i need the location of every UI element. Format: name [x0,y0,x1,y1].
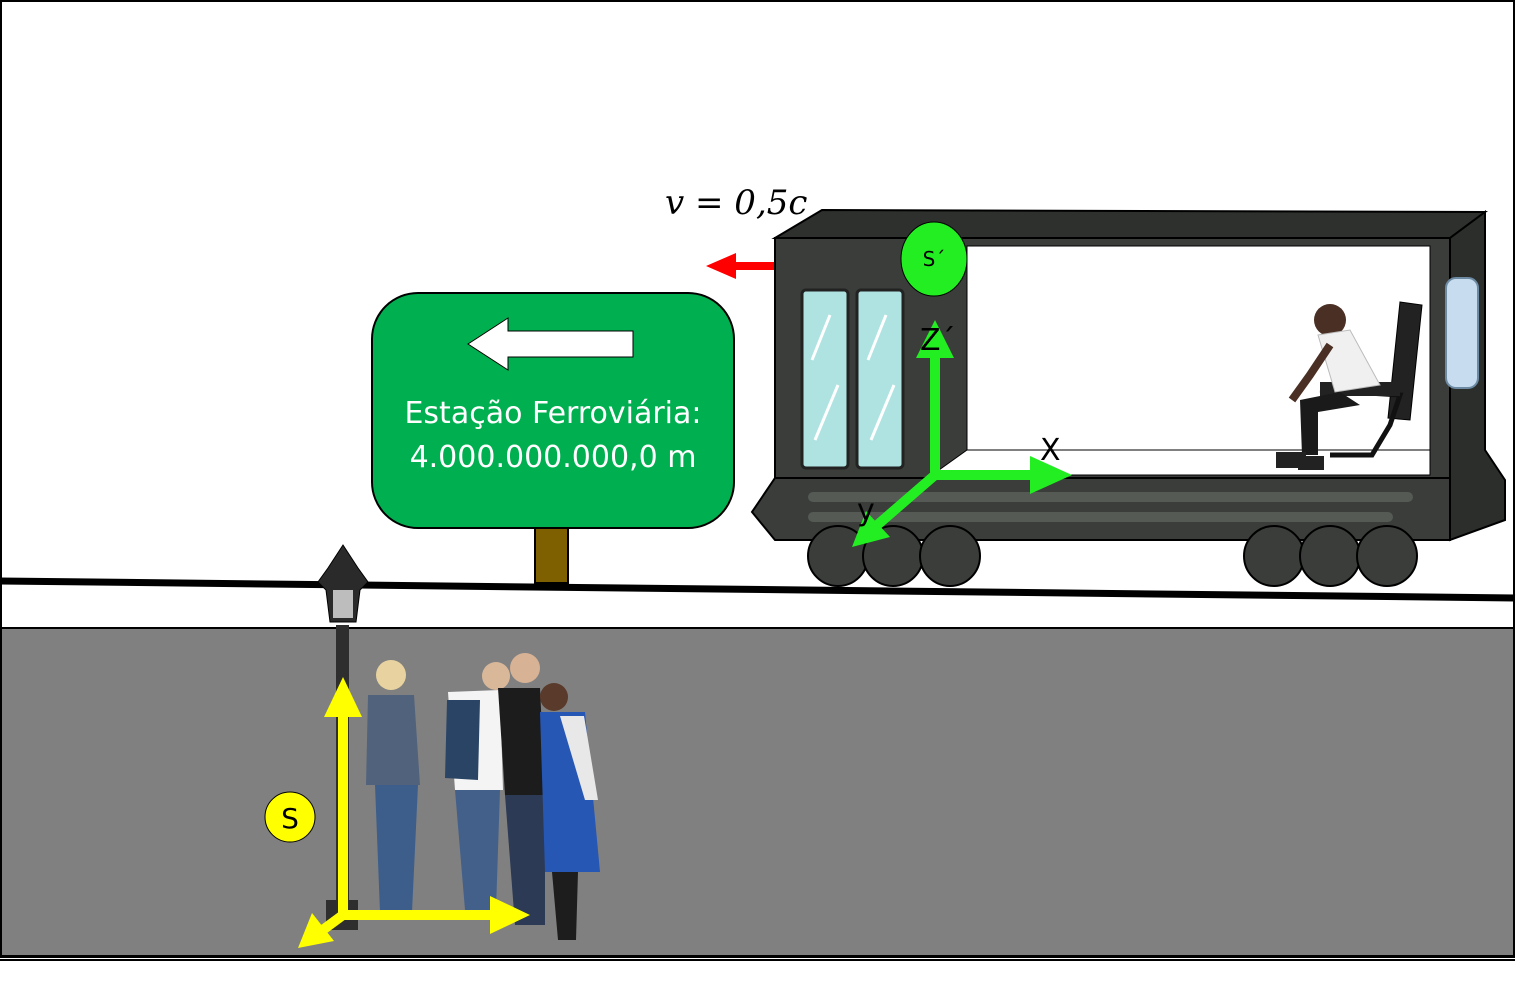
y-prime-arrowhead [852,511,890,547]
z-prime-label: Z´ [920,323,956,358]
person-scarf [560,716,598,800]
person-backpack [445,700,480,780]
train-car [750,208,1506,587]
s-badge-label: S [281,802,299,835]
ground-reference-frame: S [264,677,530,948]
wheel-set-front [1243,525,1418,587]
wheel [1243,525,1305,587]
person-legs [552,872,578,940]
sign-line-2: 4.000.000.000,0 m [410,440,697,475]
passenger-torso [1317,329,1381,393]
x-arrowhead [490,896,530,934]
person-head [376,660,406,690]
ground-platform [0,627,1515,957]
window-glare [813,384,840,441]
chassis-stripe [808,492,1413,502]
door-window-left [800,288,850,470]
rail-track [0,577,1516,602]
chassis-stripe [808,512,1393,522]
people-group [366,653,600,940]
wheel [919,525,981,587]
y-arrowhead [298,913,334,948]
passenger-arm [1288,342,1334,403]
front-window [1445,277,1479,389]
door-window-right [855,288,905,470]
person-body [498,688,545,795]
x-prime-arrowhead [1030,456,1072,494]
person-head [540,683,568,711]
x-prime-label: X [1040,433,1061,468]
window-glare [869,384,896,441]
lamp-glass [333,590,353,618]
z-prime-arrowhead [916,320,954,358]
wheel [1356,525,1418,587]
train-reference-frame: S´ Z´ X y [852,221,1072,547]
wheel-set-rear [807,525,981,587]
z-arrowhead [324,677,362,717]
velocity-label: v = 0,5c [665,183,807,223]
person-head [482,662,510,690]
y-prime-axis [871,471,939,531]
window-glare [810,314,832,361]
person-body [366,695,420,785]
window-glare [866,314,888,361]
person-legs [505,795,545,925]
passenger-head [1314,304,1346,336]
passenger-shoe [1298,456,1324,470]
train-roof [771,208,1489,239]
seated-passenger [1276,301,1423,470]
person-legs [375,785,418,912]
sign-line-1: Estação Ferroviária: [404,396,701,431]
person-legs [455,790,500,910]
lamp-head [317,544,369,623]
sign-arrow-icon [467,317,634,371]
s-prime-badge [900,221,968,297]
s-prime-badge-label: S´ [923,247,946,271]
station-sign [371,292,735,529]
passenger-legs [1300,392,1360,455]
person-head [510,653,540,683]
y-prime-label: y [857,493,875,528]
s-badge [264,791,316,843]
wheel [1299,525,1361,587]
velocity-arrow-head [706,253,736,279]
